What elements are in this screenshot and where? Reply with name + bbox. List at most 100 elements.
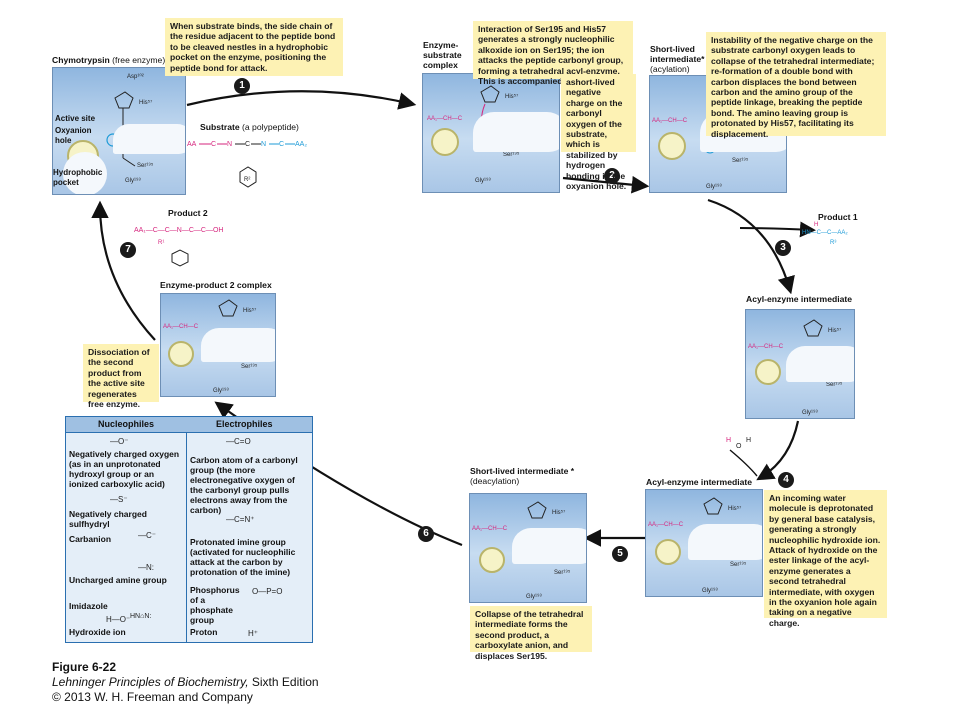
svg-text:R²: R² <box>244 177 250 183</box>
svg-text:C: C <box>245 141 250 148</box>
arrow-step1 <box>186 90 417 110</box>
substrate-title: Substrate (a polypeptide) <box>200 122 299 132</box>
svg-text:—S⁻: —S⁻ <box>110 495 128 504</box>
arrow-step4 <box>756 420 800 481</box>
svg-text:His⁵⁷: His⁵⁷ <box>728 505 741 512</box>
svg-text:AA₁—C—C—N—C—C—OH: AA₁—C—C—N—C—C—OH <box>134 227 223 234</box>
panel-enzyme-product2: His⁵⁷ AA₁—CH—C Ser¹⁹⁵ Gly¹⁹³ <box>160 293 276 397</box>
svg-text:—N:: —N: <box>138 563 154 572</box>
table-divider <box>186 432 187 642</box>
panel-acyl-enzyme-2: His⁵⁷ AA₁—CH—C C—O Ser¹⁹⁵ Gly¹⁹³ <box>645 489 763 597</box>
svg-text:His⁵⁷: His⁵⁷ <box>552 509 565 516</box>
svg-text:HN—C—C—AA₂: HN—C—C—AA₂ <box>802 230 848 236</box>
svg-text:Ser¹⁹⁵: Ser¹⁹⁵ <box>503 151 520 158</box>
svg-text:AA₁—CH—C: AA₁—CH—C <box>472 526 508 532</box>
product2-structure: AA₁—C—C—N—C—C—OH R¹ <box>134 227 223 267</box>
acyl1-title: Acyl-enzyme intermediate <box>746 294 853 304</box>
svg-text:Ser¹⁹⁵: Ser¹⁹⁵ <box>554 569 571 576</box>
svg-text:H: H <box>746 437 751 444</box>
note-step2-a: Interaction of Ser195 and His57 generate… <box>473 21 633 86</box>
step-6-badge: 6 <box>418 526 434 542</box>
ep2-title: Enzyme-product 2 complex <box>160 280 272 290</box>
note-step1: When substrate binds, the side chain of … <box>165 18 343 76</box>
svg-text:His⁵⁷: His⁵⁷ <box>243 307 256 314</box>
es-complex-title: Enzyme-substrate complex <box>423 40 462 70</box>
svg-text:AA₁—CH—C: AA₁—CH—C <box>648 522 684 528</box>
ep2-structure: His⁵⁷ AA₁—CH—C Ser¹⁹⁵ Gly¹⁹³ <box>163 299 258 394</box>
svg-text:Gly¹⁹³: Gly¹⁹³ <box>802 409 818 416</box>
step-1-badge: 1 <box>234 78 250 94</box>
svg-text:H—O⁻: H—O⁻ <box>106 615 130 624</box>
svg-text:Asp¹⁰²: Asp¹⁰² <box>127 73 144 80</box>
nuc-carbanion: Carbanion <box>69 534 112 544</box>
svg-text:Ser¹⁹⁵: Ser¹⁹⁵ <box>730 561 747 568</box>
svg-text:Gly¹⁹³: Gly¹⁹³ <box>526 593 542 600</box>
acyl1-structure: His⁵⁷ AA₁—CH—C C—O Ser¹⁹⁵ Gly¹⁹³ <box>748 319 843 416</box>
svg-text:Gly¹⁹³: Gly¹⁹³ <box>213 387 229 394</box>
note-step5: Collapse of the tetrahedral intermediate… <box>470 606 592 661</box>
svg-text:AA₁—CH—C: AA₁—CH—C <box>652 118 688 124</box>
acyl2-title: Acyl-enzyme intermediate <box>646 477 753 487</box>
svg-text:AA₁—CH—C: AA₁—CH—C <box>163 324 199 330</box>
product2-title: Product 2 <box>168 208 208 218</box>
note-step7: Dissociation of the second product from … <box>83 344 159 409</box>
nuc-amine: Uncharged amine group <box>69 575 167 585</box>
nuc-oxygen: Negatively charged oxygen (as in an unpr… <box>69 449 180 489</box>
chymotrypsin-title: Chymotrypsin (free enzyme) <box>52 55 166 65</box>
svg-text:O: O <box>736 443 742 450</box>
step-3-badge: 3 <box>775 240 791 256</box>
short-lived-title: Short-lived intermediate* (acylation) <box>650 44 705 74</box>
nucleophile-electrophile-table: Nucleophiles Electrophiles Negatively ch… <box>65 416 313 643</box>
figure-copyright: © 2013 W. H. Freeman and Company <box>52 690 253 704</box>
short-lived-2-title: Short-lived intermediate * (deacylation) <box>470 466 575 486</box>
svg-text:Gly¹⁹³: Gly¹⁹³ <box>706 183 722 190</box>
nuc-sulfhydryl: Negatively charged sulfhydryl <box>69 509 147 529</box>
svg-text:AA: AA <box>187 141 197 148</box>
arrow-water <box>729 449 758 477</box>
svg-text:R¹: R¹ <box>158 240 164 246</box>
svg-text:His⁵⁷: His⁵⁷ <box>139 99 152 106</box>
table-header: Nucleophiles Electrophiles <box>66 417 312 433</box>
svg-text:AA₁—CH—C: AA₁—CH—C <box>427 116 463 122</box>
elec-phosphorus: Phosphorus of a phosphate group <box>190 585 240 625</box>
svg-text:AA₂: AA₂ <box>295 141 307 148</box>
svg-text:Gly¹⁹³: Gly¹⁹³ <box>125 177 141 184</box>
step-7-badge: 7 <box>120 242 136 258</box>
elec-carbonyl: Carbon atom of a carbonyl group (the mor… <box>190 455 298 515</box>
step-5-badge: 5 <box>612 546 628 562</box>
oxyanion-hole-label: Oxyanion hole <box>55 126 92 145</box>
svg-text:H: H <box>814 222 818 228</box>
nuc-imidazole: Imidazole <box>69 601 108 611</box>
svg-text:H: H <box>726 437 731 444</box>
step-2-badge: 2 <box>604 168 620 184</box>
svg-text:N: N <box>261 141 266 148</box>
svg-text:C: C <box>211 141 216 148</box>
product1-title: Product 1 <box>818 212 858 222</box>
note-step2-b: ashort-lived negative charge on the carb… <box>561 74 636 191</box>
arrow-product1 <box>739 221 816 238</box>
hydrophobic-pocket-label: Hydrophobic pocket <box>53 168 103 187</box>
svg-text:C: C <box>279 141 284 148</box>
step-4-badge: 4 <box>778 472 794 488</box>
arrow-step3 <box>707 198 795 295</box>
panel-es-complex: His⁵⁷ AA₁—CH—C HN—CH—C—AA₂ Ser¹⁹⁵ Gly¹⁹³ <box>422 73 560 193</box>
svg-text:AA₁—CH—C: AA₁—CH—C <box>748 344 784 350</box>
figure-source: Lehninger Principles of Biochemistry, Si… <box>52 675 319 689</box>
svg-text:His⁵⁷: His⁵⁷ <box>828 327 841 334</box>
svg-text:HN⌂N:: HN⌂N: <box>130 613 151 620</box>
arrow-step7 <box>91 200 156 341</box>
svg-text:Gly¹⁹³: Gly¹⁹³ <box>475 177 491 184</box>
active-site-label: Active site <box>55 114 96 123</box>
nuc-hydroxide: Hydroxide ion <box>69 627 126 637</box>
svg-text:Ser¹⁹⁵: Ser¹⁹⁵ <box>137 162 154 169</box>
elec-imine: Protonated imine group (activated for nu… <box>190 537 296 577</box>
svg-text:—O⁻: —O⁻ <box>110 437 128 446</box>
electrophiles-header: Electrophiles <box>216 419 273 429</box>
product1-structure: H HN—C—C—AA₂ R³ <box>802 222 848 246</box>
substrate-structure: AA C N C N C AA₂ R² <box>187 141 307 188</box>
svg-text:N: N <box>227 141 232 148</box>
svg-text:Gly¹⁹³: Gly¹⁹³ <box>702 587 718 594</box>
svg-text:Ser¹⁹⁵: Ser¹⁹⁵ <box>241 363 258 370</box>
svg-text:—C⁻: —C⁻ <box>138 531 156 540</box>
panel-deacylation-intermediate: His⁵⁷ AA₁—CH—C C—O Ser¹⁹⁵ Gly¹⁹³ <box>469 493 587 603</box>
